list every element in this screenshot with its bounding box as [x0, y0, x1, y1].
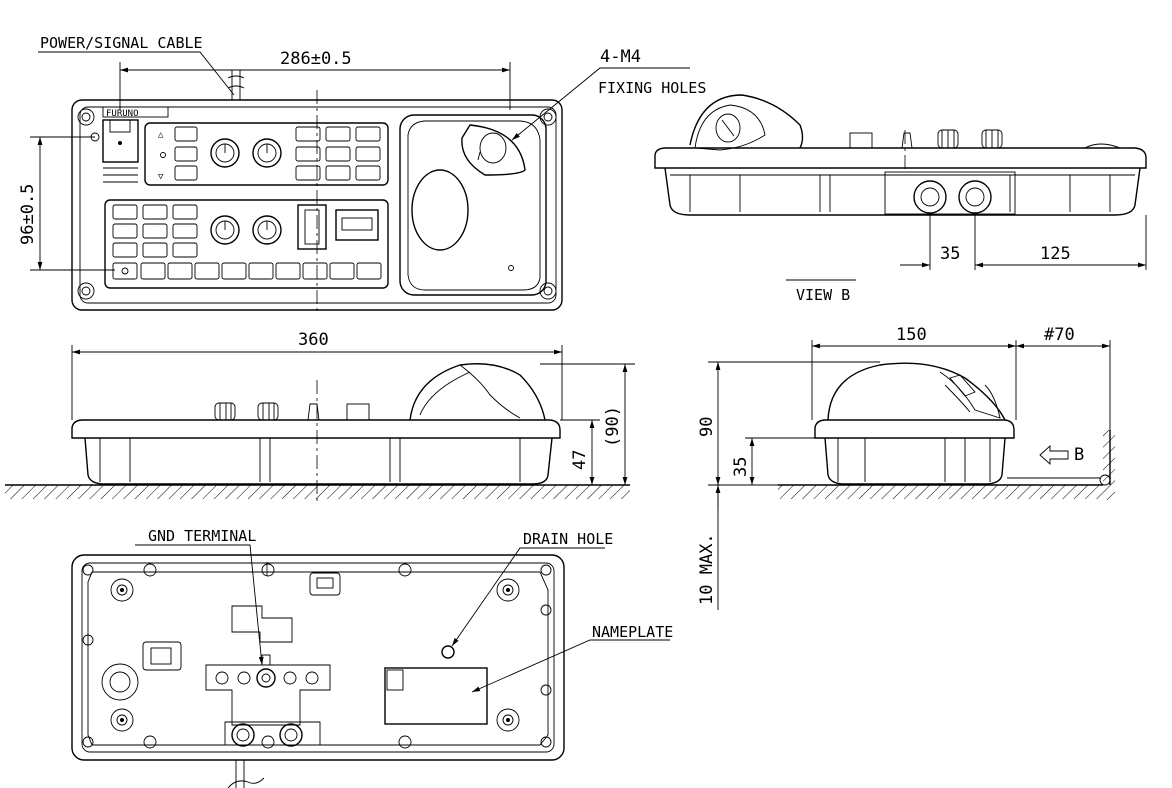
dim-hole-pitch-height: 96±0.5 — [18, 184, 38, 245]
label-power-signal-cable: POWER/SIGNAL CABLE — [40, 34, 203, 52]
upper-keypad — [144, 122, 389, 186]
joystick — [461, 124, 526, 176]
label-nameplate: NAMEPLATE — [592, 623, 673, 641]
upper-knobs — [210, 138, 282, 168]
dim-hole-pitch-width: 286±0.5 — [280, 49, 352, 69]
brand-plate — [102, 106, 169, 118]
dim-total-height: (90) — [603, 406, 623, 447]
dim-cable-gap: 35 — [940, 244, 960, 264]
label-fixing-holes: FIXING HOLES — [598, 79, 706, 97]
view-b: 35 125 VIEW B — [654, 94, 1147, 304]
dim-base-height: 47 — [570, 450, 590, 470]
side-view: B 150 #70 90 35 10 MAX. — [697, 325, 1115, 610]
lower-knobs — [210, 215, 282, 245]
label-gnd-terminal: GND TERMINAL — [148, 527, 256, 545]
dim-cable-offset: 125 — [1040, 244, 1071, 264]
brand-text: FURUNO — [106, 109, 139, 119]
dim-side-height: 90 — [697, 417, 717, 437]
dim-gap-max: 10 MAX. — [697, 533, 717, 605]
arrow-b-label: B — [1074, 445, 1084, 465]
lower-keypad — [104, 199, 389, 289]
label-fixing-holes-count: 4-M4 — [600, 47, 641, 67]
view-b-title: VIEW B — [796, 286, 850, 304]
lever-switch — [297, 204, 327, 250]
bottom-view: GND TERMINAL DRAIN HOLE NAMEPLATE — [71, 527, 673, 788]
nameplate — [384, 667, 488, 725]
svg-text:▽: ▽ — [158, 172, 164, 182]
top-view: FURUNO △ ▽ — [18, 34, 706, 315]
dim-width: 360 — [298, 330, 329, 350]
drain-hole — [441, 645, 455, 659]
arrow-b — [1039, 444, 1069, 466]
svg-text:△: △ — [158, 130, 164, 140]
label-drain-hole: DRAIN HOLE — [523, 530, 613, 548]
card-slot — [335, 209, 379, 241]
dim-side-base-height: 35 — [731, 457, 751, 477]
trackball-area — [399, 114, 547, 296]
dim-depth: 150 — [896, 325, 927, 345]
front-view: 360 47 (90) — [5, 330, 635, 505]
dim-clearance: #70 — [1044, 325, 1075, 345]
bottom-screw-bosses — [82, 563, 552, 749]
side-knobs — [937, 129, 1003, 149]
